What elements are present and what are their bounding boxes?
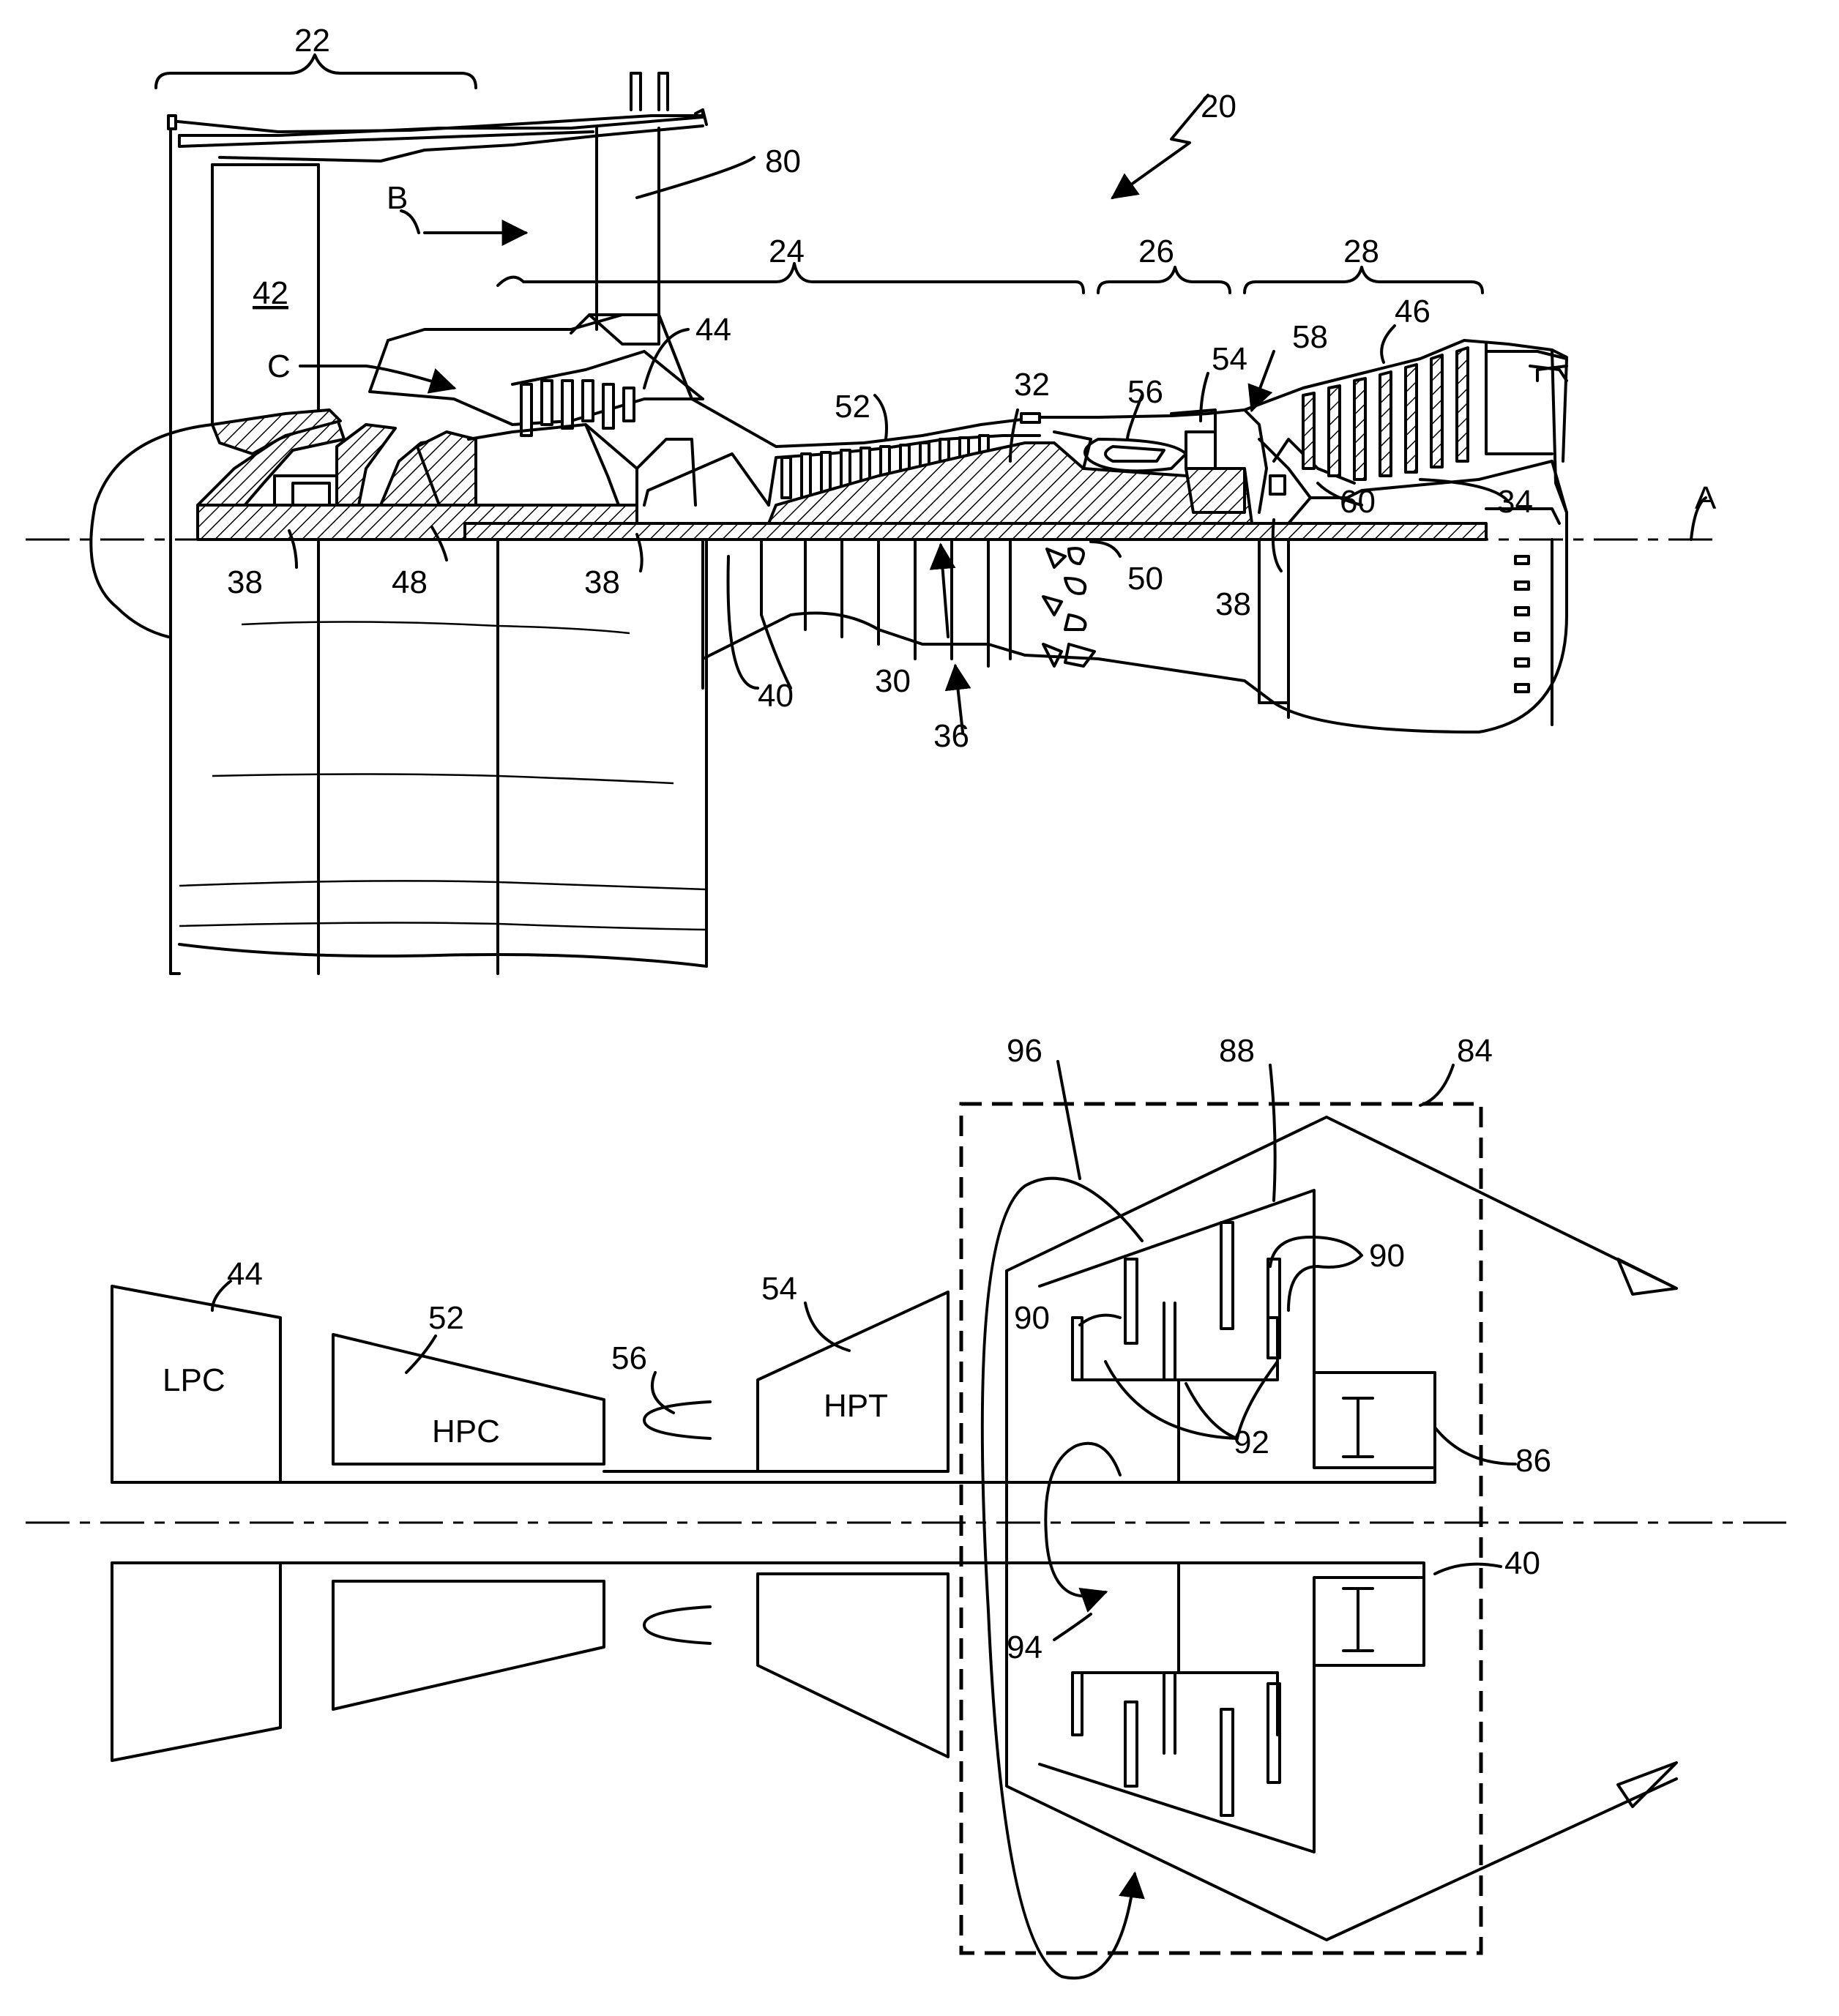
label-54: 54 — [1212, 341, 1247, 377]
spinner — [91, 425, 212, 637]
label-48: 48 — [392, 564, 428, 600]
label-28: 28 — [1343, 234, 1379, 269]
label-40-bottom: 40 — [1504, 1545, 1540, 1581]
label-94: 94 — [1007, 1629, 1042, 1665]
label-46: 46 — [1395, 294, 1430, 329]
label-84: 84 — [1457, 1033, 1493, 1069]
fan-section-bracket — [156, 55, 476, 88]
hpc-text: HPC — [432, 1414, 500, 1449]
label-38-mid: 38 — [584, 564, 620, 600]
bearing-lower — [1343, 1588, 1373, 1651]
fan-case — [168, 110, 706, 974]
low-pressure-compressor — [370, 315, 703, 436]
label-30: 30 — [875, 663, 911, 699]
label-54-bottom: 54 — [761, 1271, 797, 1307]
label-92: 92 — [1234, 1425, 1269, 1460]
label-96: 96 — [1007, 1033, 1042, 1069]
top-engine-cross-section: 22 20 80 B 24 26 28 42 44 46 C 54 58 52 … — [26, 23, 1717, 974]
label-20: 20 — [1201, 89, 1236, 124]
label-50: 50 — [1127, 561, 1163, 597]
label-36: 36 — [933, 718, 969, 754]
high-pressure-compressor — [692, 399, 1252, 523]
label-58: 58 — [1292, 319, 1328, 355]
lpc-text: LPC — [163, 1362, 225, 1398]
bearing-86 — [1343, 1398, 1373, 1457]
label-26: 26 — [1138, 234, 1174, 269]
top-leader-lines — [289, 95, 1706, 732]
hpt-box-bottom — [758, 1574, 948, 1757]
hpc-box-bottom — [333, 1581, 604, 1709]
combustor-top — [644, 1402, 710, 1438]
label-34: 34 — [1497, 484, 1533, 520]
label-24: 24 — [769, 234, 805, 269]
label-90-right: 90 — [1369, 1238, 1405, 1274]
label-88: 88 — [1219, 1033, 1255, 1069]
label-44: 44 — [695, 312, 731, 348]
label-56-bottom: 56 — [611, 1340, 647, 1376]
label-42: 42 — [253, 275, 288, 311]
label-52-bottom: 52 — [428, 1300, 464, 1336]
schematic-box-labels: LPC HPC HPT — [163, 1362, 888, 1449]
label-22: 22 — [294, 23, 330, 59]
label-80: 80 — [765, 143, 801, 179]
label-38-left: 38 — [227, 564, 263, 600]
bottom-leader-lines — [212, 1061, 1515, 1640]
combustor-liner — [1085, 439, 1186, 471]
label-B: B — [387, 180, 408, 216]
label-86: 86 — [1515, 1443, 1551, 1479]
combustor-bottom — [644, 1607, 710, 1643]
label-52: 52 — [835, 389, 870, 425]
label-32: 32 — [1014, 367, 1050, 403]
label-60: 60 — [1340, 484, 1376, 520]
label-90-left: 90 — [1014, 1300, 1050, 1336]
lpc-box-bottom — [112, 1563, 280, 1761]
label-56: 56 — [1127, 374, 1163, 410]
label-A: A — [1695, 480, 1717, 516]
bottom-schematic: LPC HPC HPT — [26, 1033, 1786, 1978]
inner-shaft — [465, 523, 1486, 540]
label-44-bottom: 44 — [227, 1256, 263, 1292]
label-C: C — [267, 348, 291, 384]
rotation-arrow-94 — [1045, 1444, 1120, 1597]
label-38-right: 38 — [1215, 586, 1251, 622]
hpt-box-top — [758, 1292, 948, 1471]
label-40-top: 40 — [758, 678, 794, 714]
hpt-text: HPT — [824, 1388, 888, 1424]
